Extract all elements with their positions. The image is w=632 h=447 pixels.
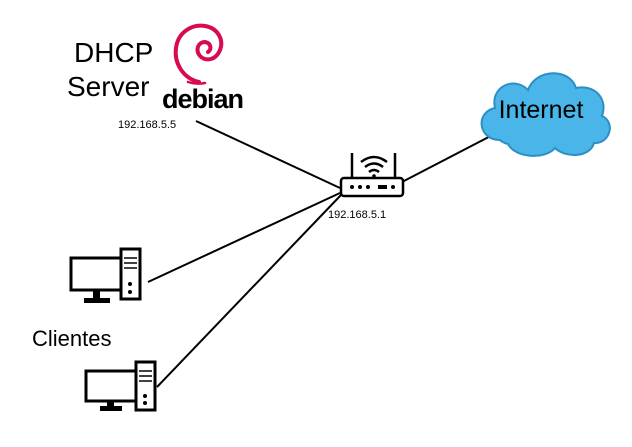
link-client2-router xyxy=(156,194,342,388)
link-server-router xyxy=(195,120,341,189)
server-ip: 192.168.5.5 xyxy=(118,119,177,131)
link-client1-router xyxy=(147,192,341,283)
clients-label: Clientes xyxy=(32,326,112,351)
desktop-computer-icon xyxy=(84,360,157,412)
router-ip: 192.168.5.1 xyxy=(328,209,387,221)
desktop-computer-icon xyxy=(69,247,142,303)
wifi-router-icon xyxy=(339,153,405,198)
debian-wordmark: debian xyxy=(162,84,244,114)
server-label-line1: DHCP xyxy=(74,37,154,68)
cloud-icon xyxy=(480,72,611,157)
debian-swirl-logo xyxy=(173,23,224,85)
server-label-line2: Server xyxy=(67,71,150,102)
internet-label: Internet xyxy=(499,96,584,124)
